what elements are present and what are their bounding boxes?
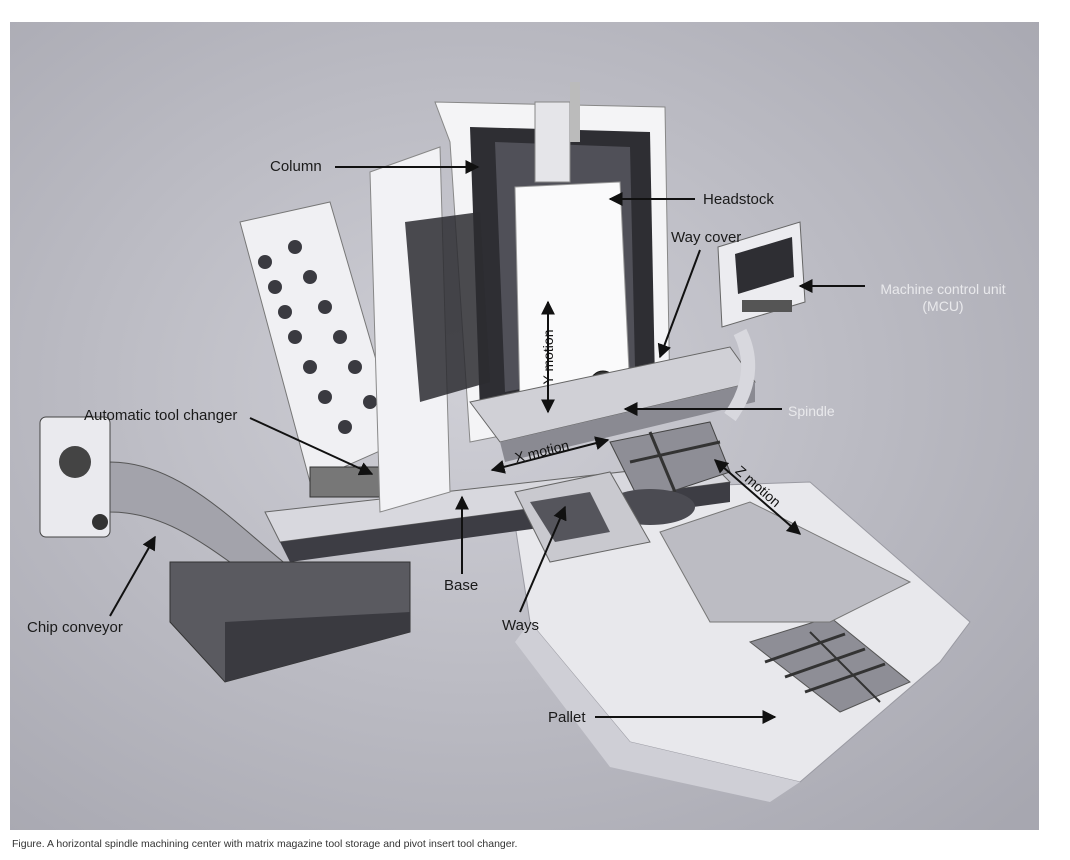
label-headstock: Headstock — [703, 191, 774, 208]
label-ways: Ways — [502, 617, 539, 634]
z-motion-arrow — [713, 459, 802, 535]
label-column: Column — [270, 158, 322, 175]
chip-conveyor-body — [109, 461, 411, 683]
cabling — [405, 212, 490, 402]
tool-pockets — [258, 240, 377, 434]
label-way-cover: Way cover — [671, 229, 742, 246]
x-motion-arrow — [490, 436, 610, 474]
ways-rails — [514, 471, 651, 563]
label-automatic-tool-changer: Automatic tool changer — [84, 407, 238, 424]
ways-arrow — [519, 505, 567, 613]
label-base: Base — [444, 577, 479, 594]
way-cover-arrow — [657, 249, 701, 359]
y-motion-label: Y motion — [540, 330, 556, 385]
tool-changer-arm — [309, 466, 381, 498]
machining-center-photo: Y motion X motion Z motion — [10, 22, 1039, 830]
figure-caption: Figure. A horizontal spindle machining c… — [12, 838, 518, 850]
chip-conveyor-motor — [39, 416, 111, 538]
label-chip-conveyor: Chip conveyor — [27, 619, 123, 636]
label-mcu-line1: Machine control unit — [880, 281, 1006, 297]
label-spindle: Spindle — [788, 403, 835, 419]
mcu-panel — [717, 221, 806, 422]
tool-changer-arrow — [249, 417, 374, 476]
pallet-table — [748, 616, 911, 713]
label-mcu: Machine control unit (MCU) — [873, 281, 1013, 315]
label-pallet: Pallet — [548, 709, 586, 726]
label-mcu-line2: (MCU) — [922, 298, 964, 314]
chip-conveyor-arrow — [109, 535, 156, 617]
